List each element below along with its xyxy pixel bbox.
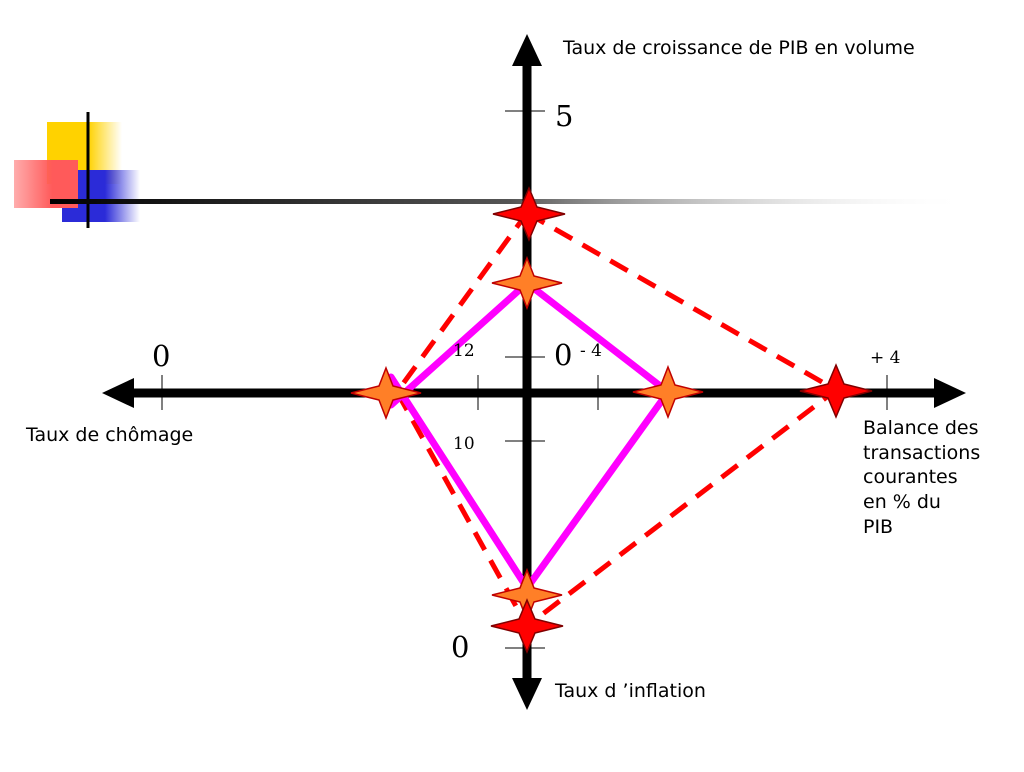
tick-label-balance-minus-4: - 4 [580, 341, 602, 361]
dashed-polygon [394, 210, 839, 629]
star-marker-red [490, 598, 564, 654]
star-marker-orange [632, 364, 704, 420]
horizontal-axis-arrow-right [934, 378, 966, 408]
tick-label-unemployment-0: 0 [152, 339, 171, 373]
axis-title-inflation: Taux d ’inflation [555, 680, 706, 702]
tick-label-unemployment-12: 12 [453, 341, 475, 361]
star-marker-red [799, 363, 873, 419]
markers [350, 186, 873, 654]
tick-label-growth-0: 0 [554, 338, 573, 372]
horizontal-axis-arrow-left [102, 378, 134, 408]
tick-marks [161, 110, 888, 649]
axis-title-growth: Taux de croissance de PIB en volume [563, 37, 915, 59]
star-marker-red [492, 186, 566, 242]
axis-title-balance: Balance des transactions courantes en % … [863, 417, 981, 538]
star-marker-orange [491, 255, 563, 311]
vertical-axis-arrow-bottom [512, 678, 542, 710]
tick-label-inflation-0: 0 [451, 630, 470, 664]
axis-title-unemployment: Taux de chômage [26, 424, 194, 446]
tick-label-inflation-10: 10 [453, 434, 475, 454]
tick-label-growth-5: 5 [555, 99, 574, 133]
vertical-axis-arrow-top [512, 34, 542, 66]
slide-decoration [14, 112, 970, 228]
star-marker-orange [350, 365, 422, 421]
solid-polygon [387, 279, 672, 592]
deco-horizontal-rule [50, 199, 970, 204]
tick-label-balance-plus-4: + 4 [870, 348, 901, 368]
